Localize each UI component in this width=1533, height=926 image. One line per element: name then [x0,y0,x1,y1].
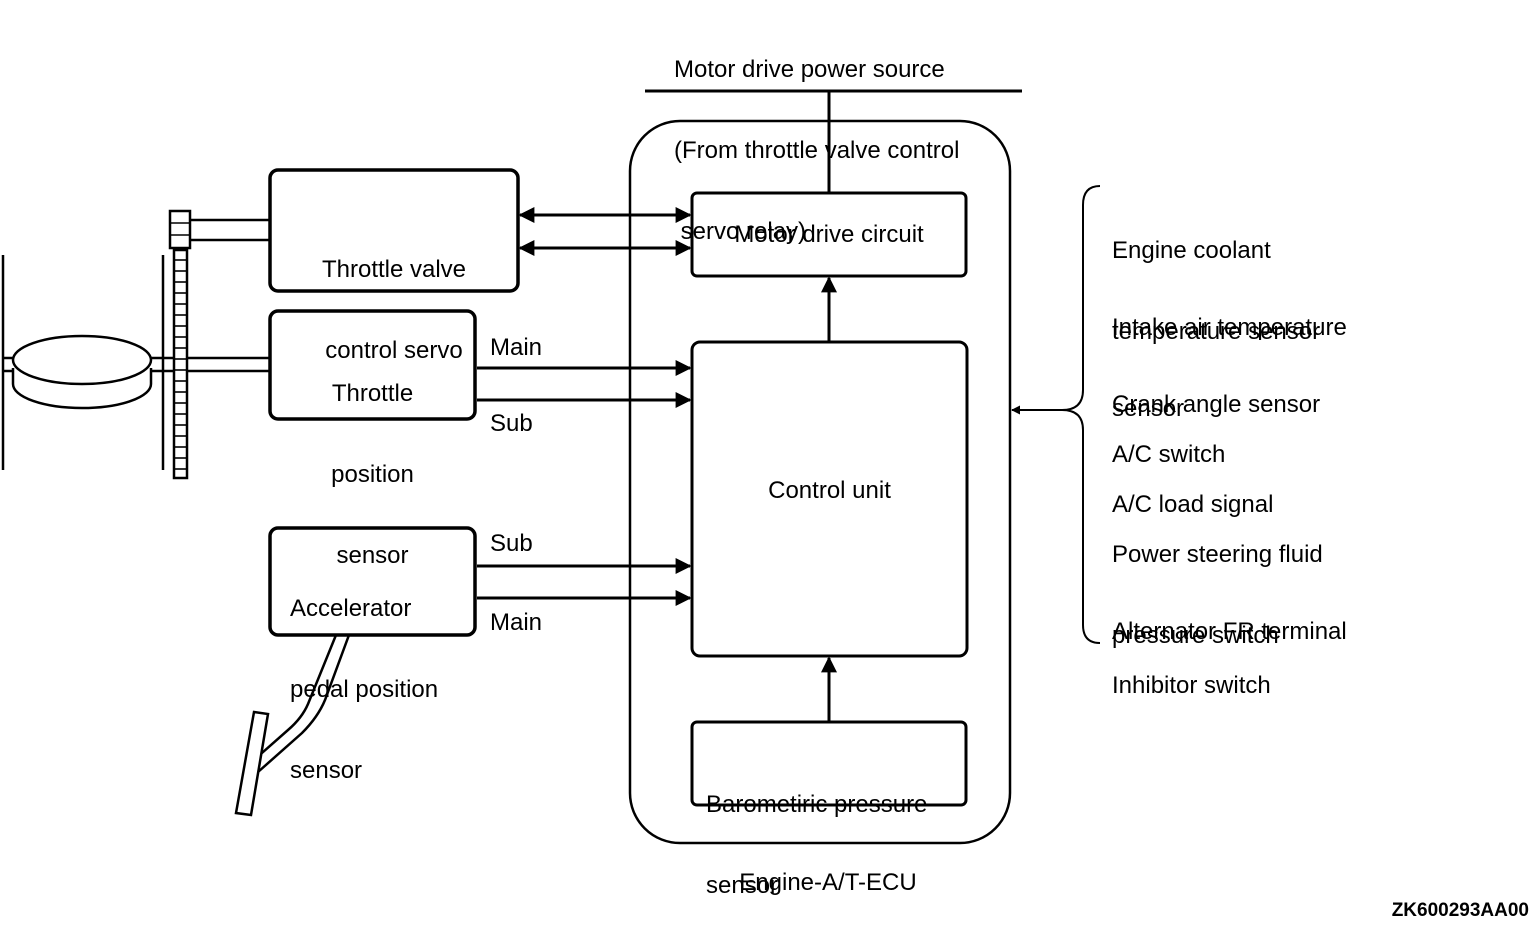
input-item: Engine coolant temperature sensor [1112,183,1320,372]
tps-box [268,309,477,421]
motor-drive-label: Motor drive circuit [734,221,924,248]
input-item-line2: temperature sensor [1112,318,1321,345]
tps-sub-label: Sub [490,410,533,437]
apps-sub-label: Sub [490,530,533,557]
ecu-enclosure [628,119,1012,845]
input-item: A/C load signal [1112,437,1273,545]
apps-label: Accelerator pedal position sensor [290,541,438,811]
input-item-line1: Alternator FR terminal [1112,618,1347,645]
throttle-body-drawing [1,209,270,480]
tps-main-label: Main [490,334,543,361]
servo-box [268,168,520,293]
control-unit-label: Control unit [768,477,891,504]
tps-label-line1: Throttle [331,380,414,407]
input-item-line1: Inhibitor switch [1112,672,1271,699]
input-item: A/C switch [1112,387,1225,495]
servo-label-line2: control servo [325,337,463,364]
apps-label-line3: sensor [290,757,363,784]
apps-main-label: Main [490,609,543,636]
input-item: Power steering fluid pressure switch [1112,487,1323,676]
input-item-line1: Power steering fluid [1112,541,1323,568]
apps-label-line2: pedal position [290,676,439,703]
baro-label: Barometiric pressure sensor [706,737,927,926]
servo-label: Throttle valve control servo [270,202,518,391]
input-item-line1: A/C load signal [1112,491,1274,518]
apps-label-line1: Accelerator [290,595,412,622]
input-item-line1: Crank angle sensor [1112,391,1321,418]
input-item-line1: Engine coolant [1112,237,1271,264]
gear-rack-teeth [174,259,187,470]
input-item: Inhibitor switch [1112,618,1271,726]
inputs-brace [1061,185,1101,644]
accelerator-pedal-drawing [234,634,351,817]
input-item-line2: pressure switch [1112,622,1279,649]
input-item-line1: A/C switch [1112,441,1226,468]
power-source-line3: servo relay) [674,218,807,245]
motor-drive-box [690,191,968,278]
tps-label: Throttle position sensor [270,326,475,596]
gear-teeth [170,222,190,236]
input-item-line2: sensor [1112,395,1185,422]
figure-code: ZK600293AA00 [1391,900,1529,921]
power-source-line2: (From throttle valve control [674,137,960,164]
baro-label-line1: Barometiric pressure [706,791,928,818]
power-source-line1: Motor drive power source [674,56,945,83]
input-item: Intake air temperature sensor [1112,260,1347,449]
tps-label-line3: sensor [336,542,409,569]
power-source-label: Motor drive power source (From throttle … [674,2,959,272]
input-item: Alternator FR terminal [1112,564,1347,672]
servo-label-line1: Throttle valve [321,256,467,283]
apps-box [268,526,477,637]
input-item: Crank angle sensor [1112,337,1320,445]
baro-label-line2: sensor [706,872,779,899]
ecu-name-label: Engine-A/T-ECU [739,869,917,896]
tps-label-line2: position [331,461,414,488]
input-item-line1: Intake air temperature [1112,314,1347,341]
